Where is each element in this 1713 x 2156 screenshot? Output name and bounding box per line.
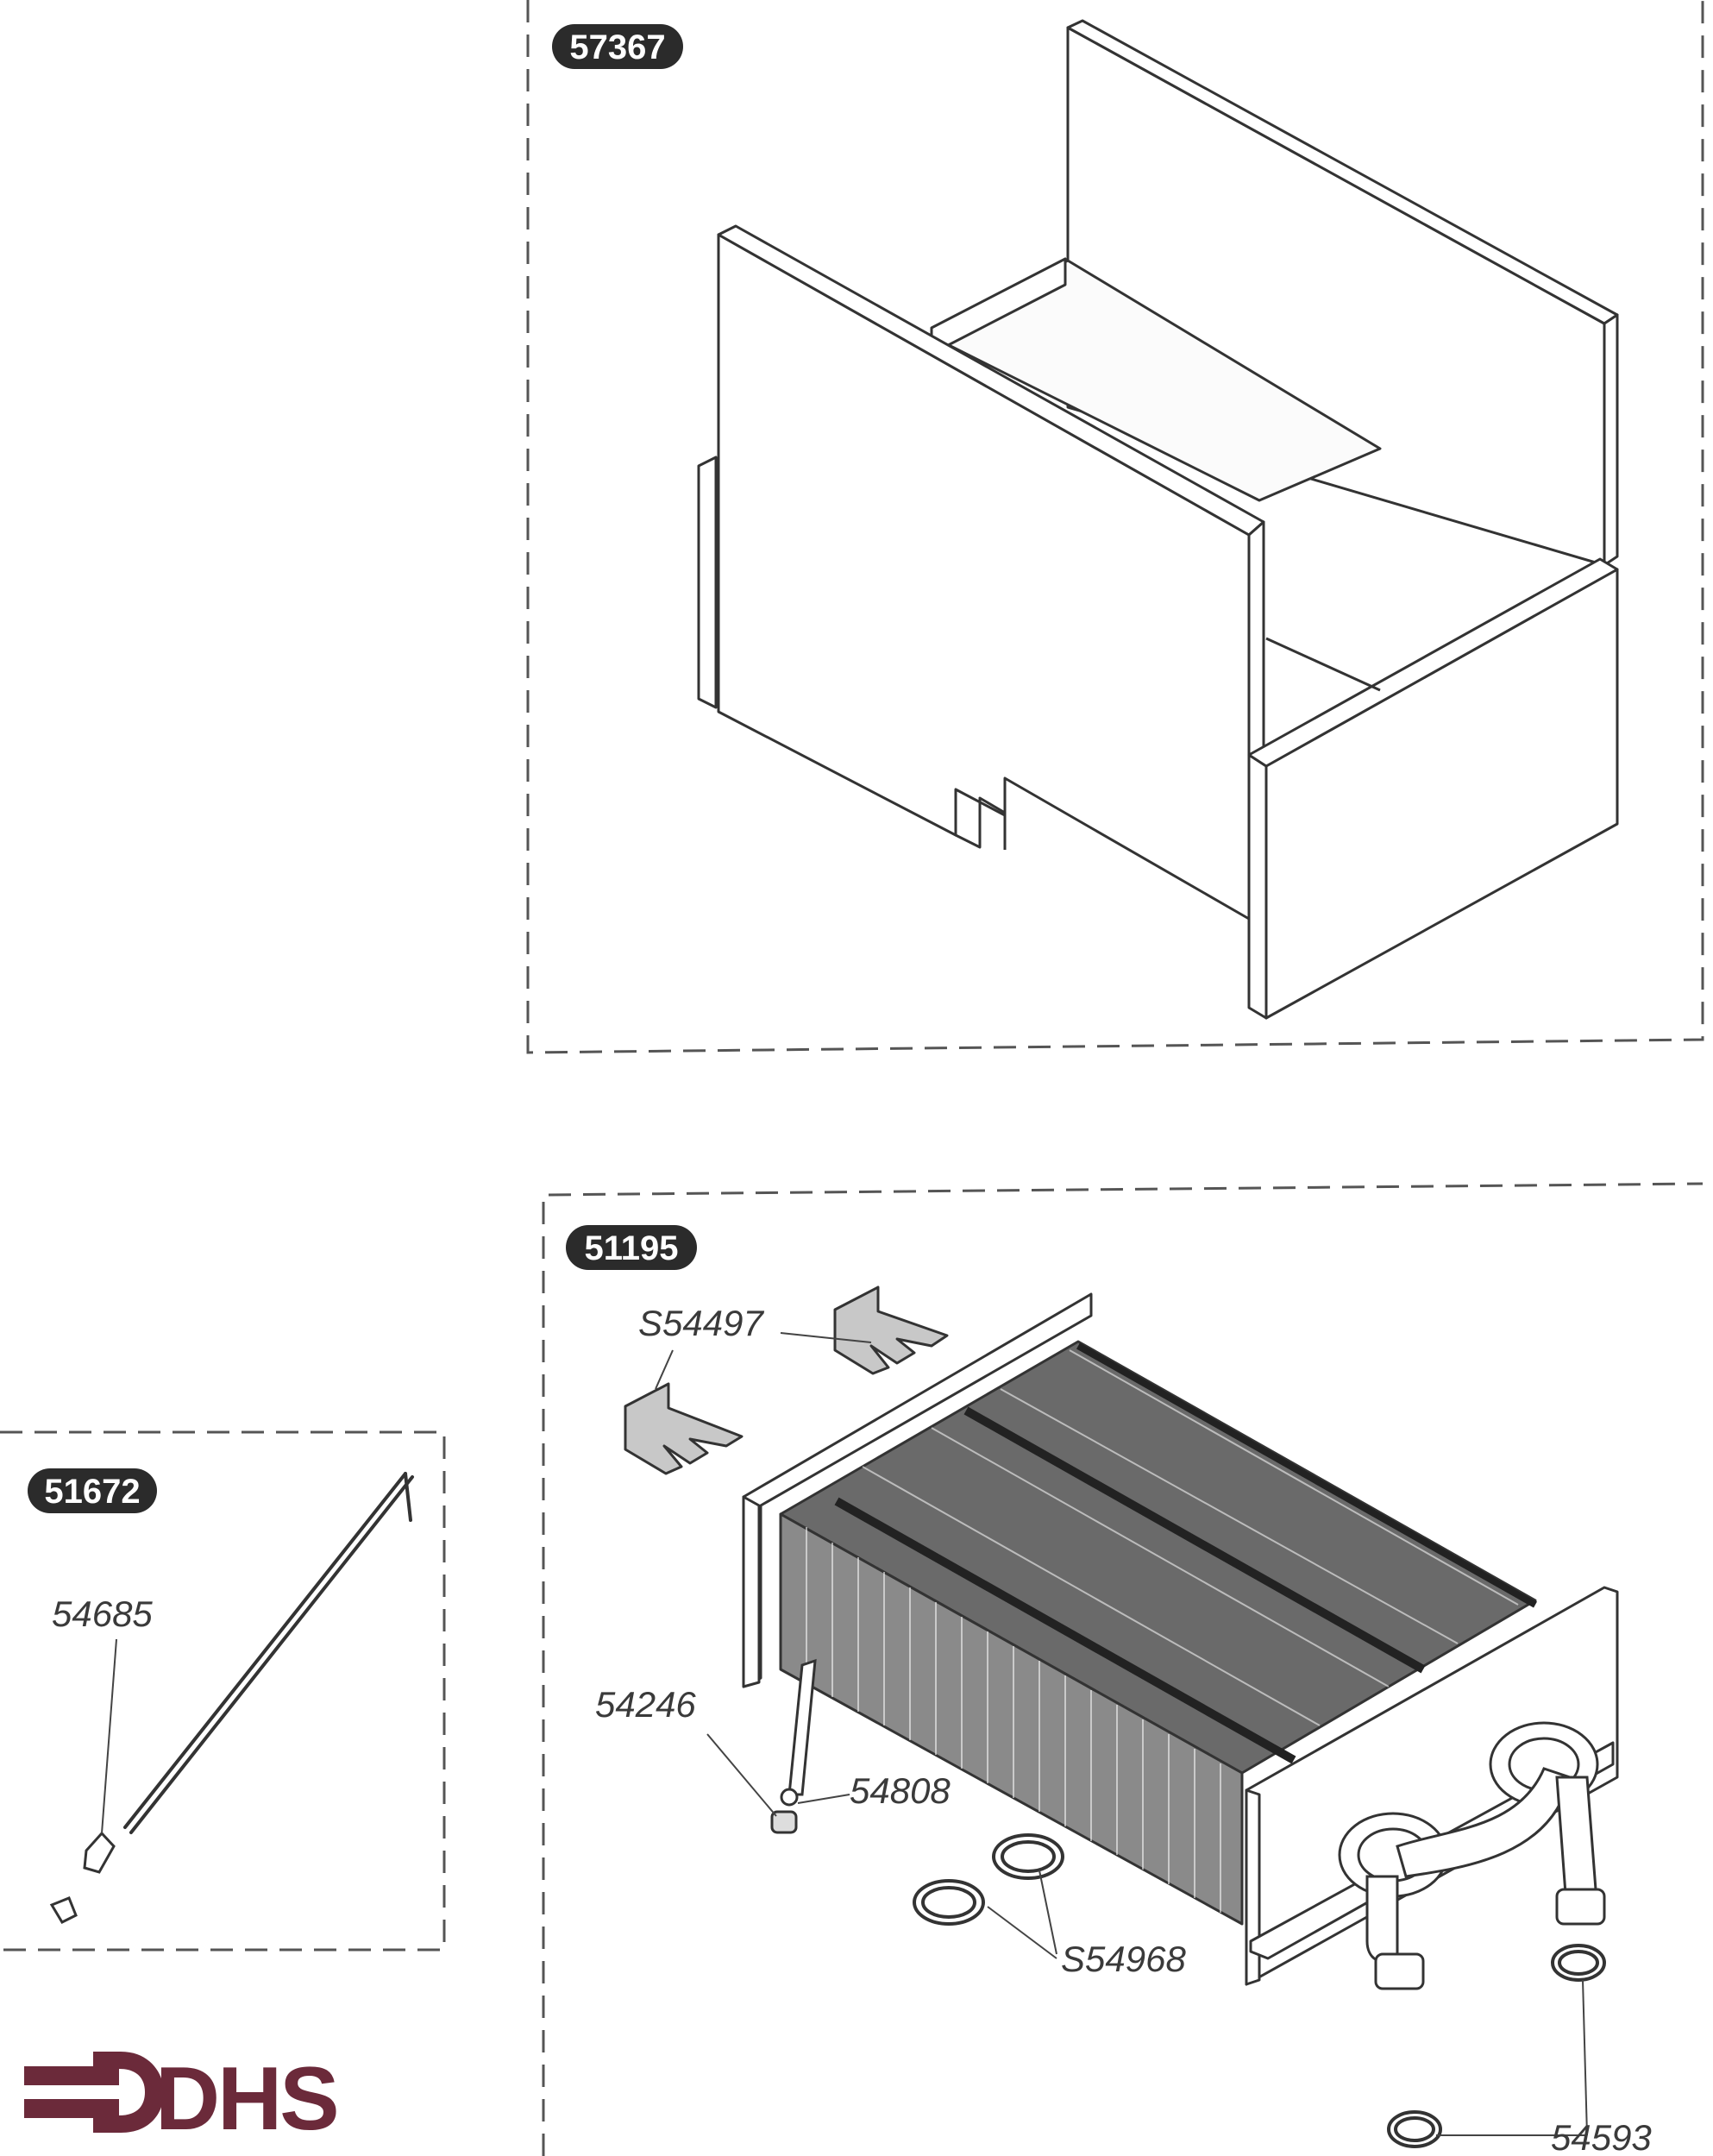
callout-54808: 54808: [850, 1770, 951, 1811]
svg-text:51672: 51672: [44, 1473, 140, 1511]
callout-54685: 54685: [52, 1593, 153, 1634]
logo-mark-icon: [24, 2052, 164, 2133]
leader-lines: [655, 1332, 1588, 2136]
callout-S54497: S54497: [638, 1303, 764, 1343]
washers-54593: [1387, 1944, 1606, 2148]
part-badge: 51195: [566, 1225, 697, 1270]
svg-text:51195: 51195: [584, 1229, 678, 1267]
mounting-clip: [624, 1285, 949, 1475]
leader-lines: [101, 1638, 117, 1834]
heat-exchanger-body: [742, 1292, 1619, 1986]
o-rings-S54968: [913, 1833, 1064, 1926]
dhs-logo: DHS: [24, 2049, 340, 2149]
panel-electrode: 51672 54685: [0, 1430, 446, 1952]
callout-S54968: S54968: [1061, 1939, 1186, 1979]
panel-border: [526, 0, 1704, 1054]
electrode-bracket: [49, 1831, 116, 1924]
electrode-rod: [123, 1472, 414, 1834]
part-badge: 51672: [28, 1468, 157, 1513]
panel-heat-exchanger: 51195: [542, 1182, 1704, 2156]
svg-text:57367: 57367: [569, 28, 665, 66]
part-badge: 57367: [552, 24, 683, 69]
panel-border: [542, 1182, 1704, 2156]
panel-border: [0, 1430, 446, 1952]
callout-54593: 54593: [1551, 2117, 1652, 2156]
panel-insulation: 57367: [526, 0, 1704, 1054]
logo-text: DHS: [155, 2049, 337, 2149]
drain-tube: [787, 1658, 817, 1796]
plug-54246: [770, 1788, 799, 1834]
callout-54246: 54246: [595, 1684, 696, 1725]
pipe-connections: [1338, 1721, 1606, 1990]
insulation-box: [697, 19, 1619, 1020]
